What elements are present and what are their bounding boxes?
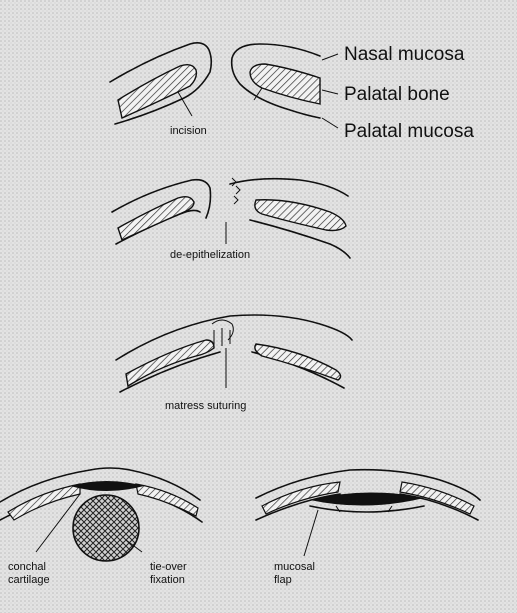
label-cartilage: cartilage — [8, 574, 50, 586]
label-mucosal: mucosal — [274, 561, 315, 573]
legend-nasal-mucosa: Nasal mucosa — [344, 44, 465, 65]
label-tie-over: tie-over — [150, 561, 187, 573]
label-incision: incision — [170, 125, 207, 137]
tie-over-bolster — [73, 495, 139, 561]
legend-palatal-mucosa: Palatal mucosa — [344, 121, 474, 142]
label-conchal: conchal — [8, 561, 46, 573]
label-fixation: fixation — [150, 574, 185, 586]
label-de-epithelization: de-epithelization — [170, 249, 250, 261]
legend-palatal-bone: Palatal bone — [344, 84, 450, 105]
label-matress-suturing: matress suturing — [165, 400, 246, 412]
label-flap: flap — [274, 574, 292, 586]
